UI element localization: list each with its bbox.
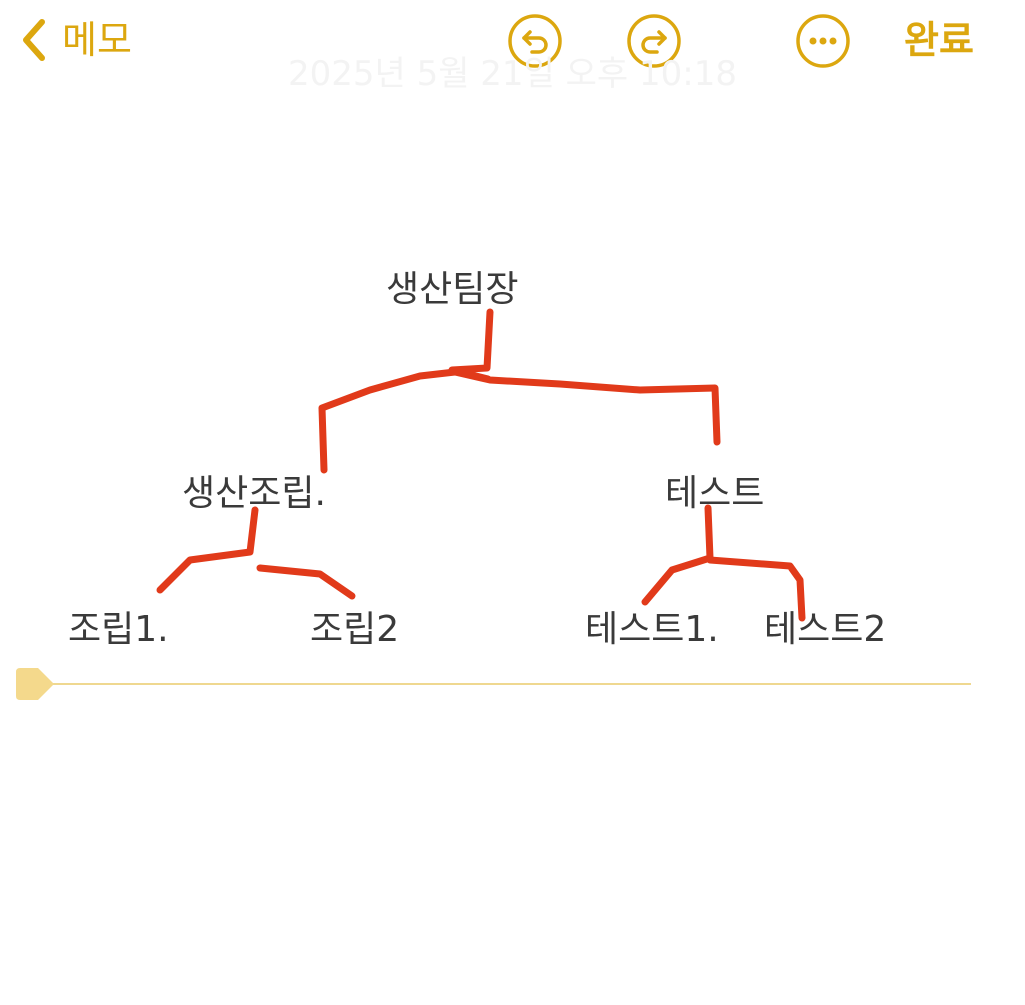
redo-icon (627, 14, 681, 68)
stroke-left-branch (156, 506, 259, 594)
org-node-leaf: 테스트1. (585, 609, 719, 650)
org-node-leaf: 조립2 (310, 609, 400, 650)
more-icon (796, 14, 850, 68)
stroke-root-stem (448, 308, 494, 383)
org-node-leaf: 테스트2 (764, 609, 887, 650)
stroke-left-branch-right (256, 564, 356, 600)
org-node-branch: 생산조립. (182, 473, 326, 514)
org-node-branch: 테스트 (665, 473, 765, 514)
org-node-root: 생산팀장 (386, 269, 519, 310)
done-button[interactable]: 완료 (904, 18, 974, 62)
back-label: 메모 (62, 18, 132, 62)
undo-icon (508, 14, 562, 68)
redo-button[interactable] (627, 14, 681, 68)
undo-button[interactable] (508, 14, 562, 68)
stroke-right-branch (641, 504, 714, 606)
note-timestamp: 2025년 5월 21일 오후 10:18 (287, 54, 738, 94)
stroke-right-branch-right (706, 556, 806, 622)
drawing-resize-handle[interactable] (16, 662, 976, 706)
note-canvas[interactable]: 생산팀장 생산조립. 테스트 조립1. 조립2 테스트1. 테스트2 (0, 90, 1025, 1005)
stroke-root-bar (318, 368, 721, 474)
more-button[interactable] (796, 14, 850, 68)
back-button[interactable]: 메모 (18, 12, 132, 68)
org-node-leaf: 조립1. (68, 609, 169, 650)
toolbar: 메모 완료 (0, 0, 1025, 90)
drawing-strokes (156, 308, 806, 622)
chevron-left-icon (23, 19, 45, 61)
